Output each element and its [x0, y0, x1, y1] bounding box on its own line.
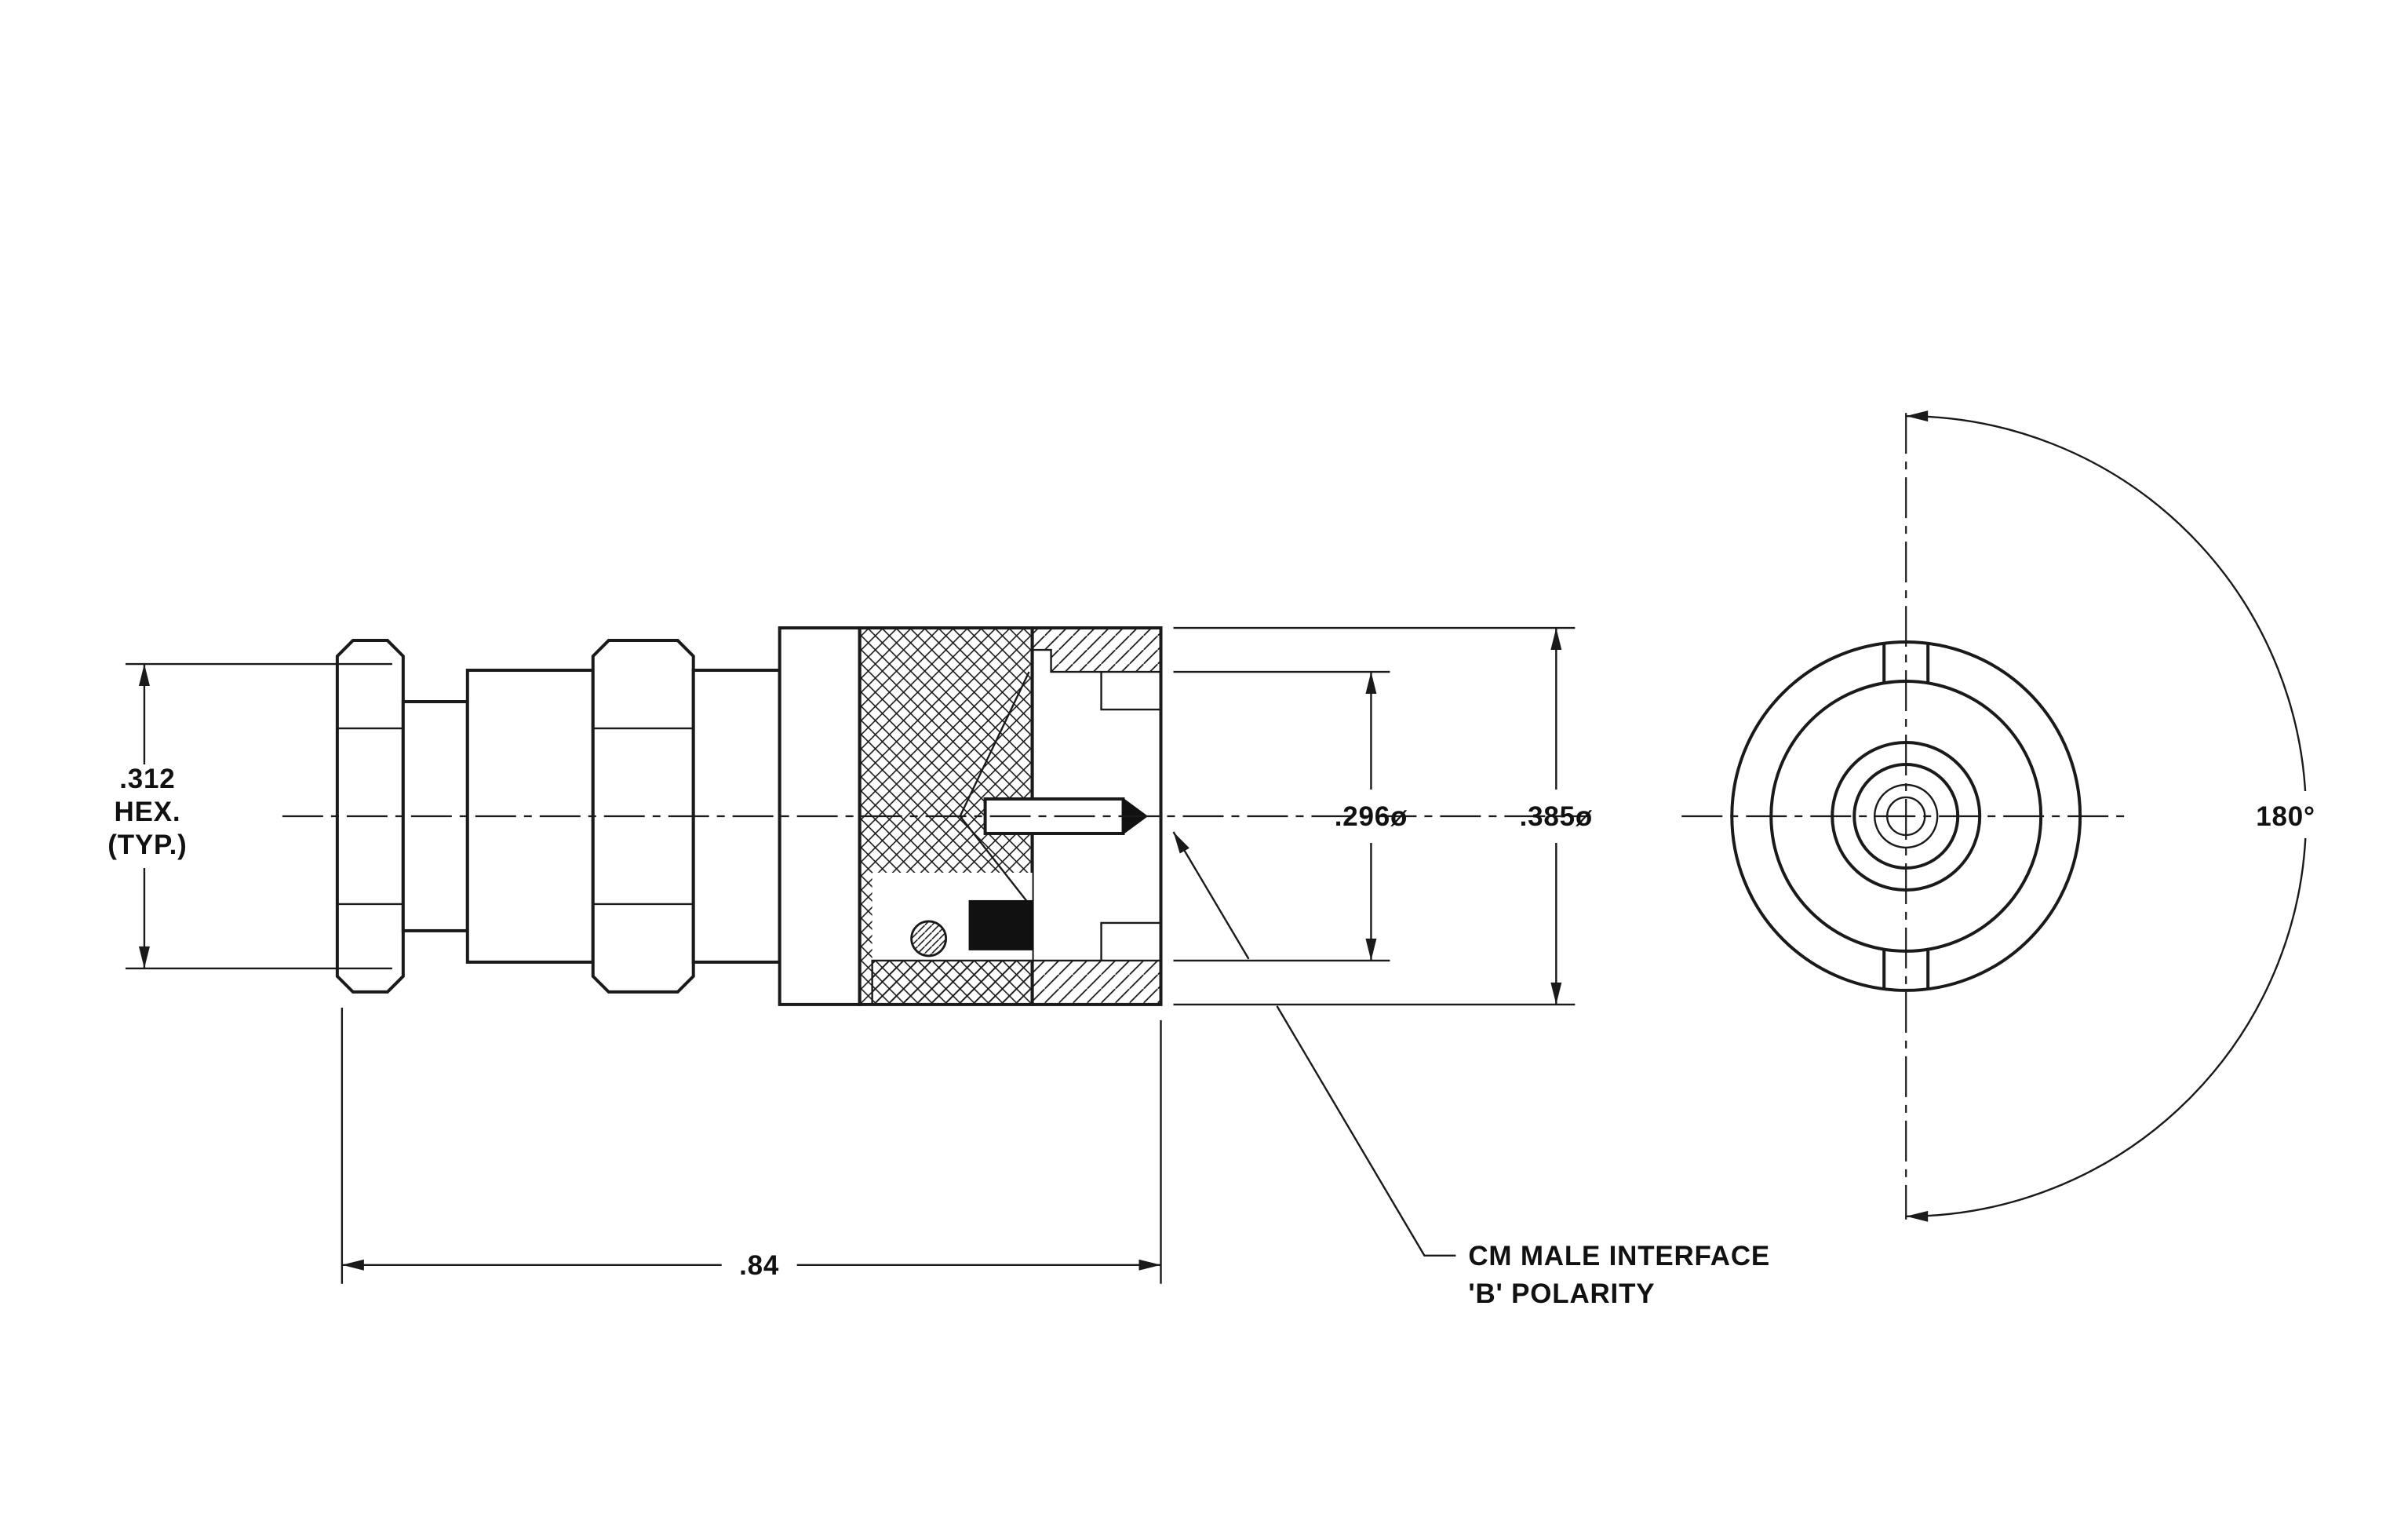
- dim-overall-length: .84: [341, 1007, 1162, 1284]
- dim-angle-180: 180°: [1906, 410, 2335, 1222]
- callout-label-line2: 'B' POLARITY: [1468, 1278, 1655, 1309]
- dim-hex-arrow-up: [138, 664, 150, 687]
- front-view: 180°: [1681, 410, 2335, 1222]
- dim-bore-extension-lines: [1173, 670, 1390, 962]
- interface-callout: CM MALE INTERFACE 'B' POLARITY: [1172, 831, 1770, 1309]
- dim-bore-arrow-down: [1365, 938, 1377, 961]
- dim-hex-flats: .312 HEX. (TYP.): [107, 662, 392, 970]
- seal-block: [968, 899, 1033, 950]
- callout-label-line1: CM MALE INTERFACE: [1468, 1241, 1770, 1271]
- angle-label: 180°: [2256, 801, 2315, 832]
- hex-nut-rear-facets: [337, 727, 403, 906]
- dim-body-label: .385ø: [1520, 801, 1593, 832]
- dim-hex-arrow-down: [138, 946, 150, 968]
- shell-wall-top-hatch: [1031, 626, 1162, 673]
- side-view: .312 HEX. (TYP.) .296ø .385ø .84: [107, 626, 1770, 1309]
- dim-length-label: .84: [739, 1250, 779, 1281]
- callout-leader-arrow: [1173, 831, 1189, 854]
- bayonet-lug-bottom: [1882, 949, 1930, 989]
- bayonet-lug-top: [1882, 644, 1930, 684]
- dim-hex-label-line2: HEX.: [115, 797, 181, 827]
- bore-step-lines: [1100, 672, 1161, 961]
- angle-arrow-bottom: [1906, 1210, 1929, 1222]
- dim-hex-extension-lines: [125, 662, 392, 970]
- dim-length-extension-lines: [341, 1007, 1162, 1284]
- o-ring: [910, 920, 948, 957]
- dim-bore-arrow-up: [1365, 672, 1377, 695]
- dim-hex-label-line3: (TYP.): [107, 830, 187, 860]
- dim-body-extension-lines: [1173, 626, 1576, 1006]
- dim-length-arrow-right: [1138, 1259, 1161, 1271]
- angle-arrow-top: [1906, 410, 1929, 422]
- dim-hex-label-line1: .312: [119, 764, 175, 794]
- dim-body-arrow-up: [1550, 628, 1562, 651]
- dim-bore-label: .296ø: [1335, 801, 1408, 832]
- dim-body-arrow-down: [1550, 982, 1562, 1005]
- dim-bore-diameter: .296ø: [1173, 670, 1408, 962]
- dim-length-arrow-left: [341, 1259, 364, 1271]
- angle-label-mask: [2240, 790, 2335, 838]
- section-interior: [871, 626, 1162, 1006]
- callout-leader-line: [1172, 831, 1456, 1257]
- hex-nut-front-facets: [592, 727, 694, 906]
- dim-body-diameter: .385ø: [1173, 626, 1593, 1006]
- shell-wall-bottom-hatch: [871, 959, 1162, 1006]
